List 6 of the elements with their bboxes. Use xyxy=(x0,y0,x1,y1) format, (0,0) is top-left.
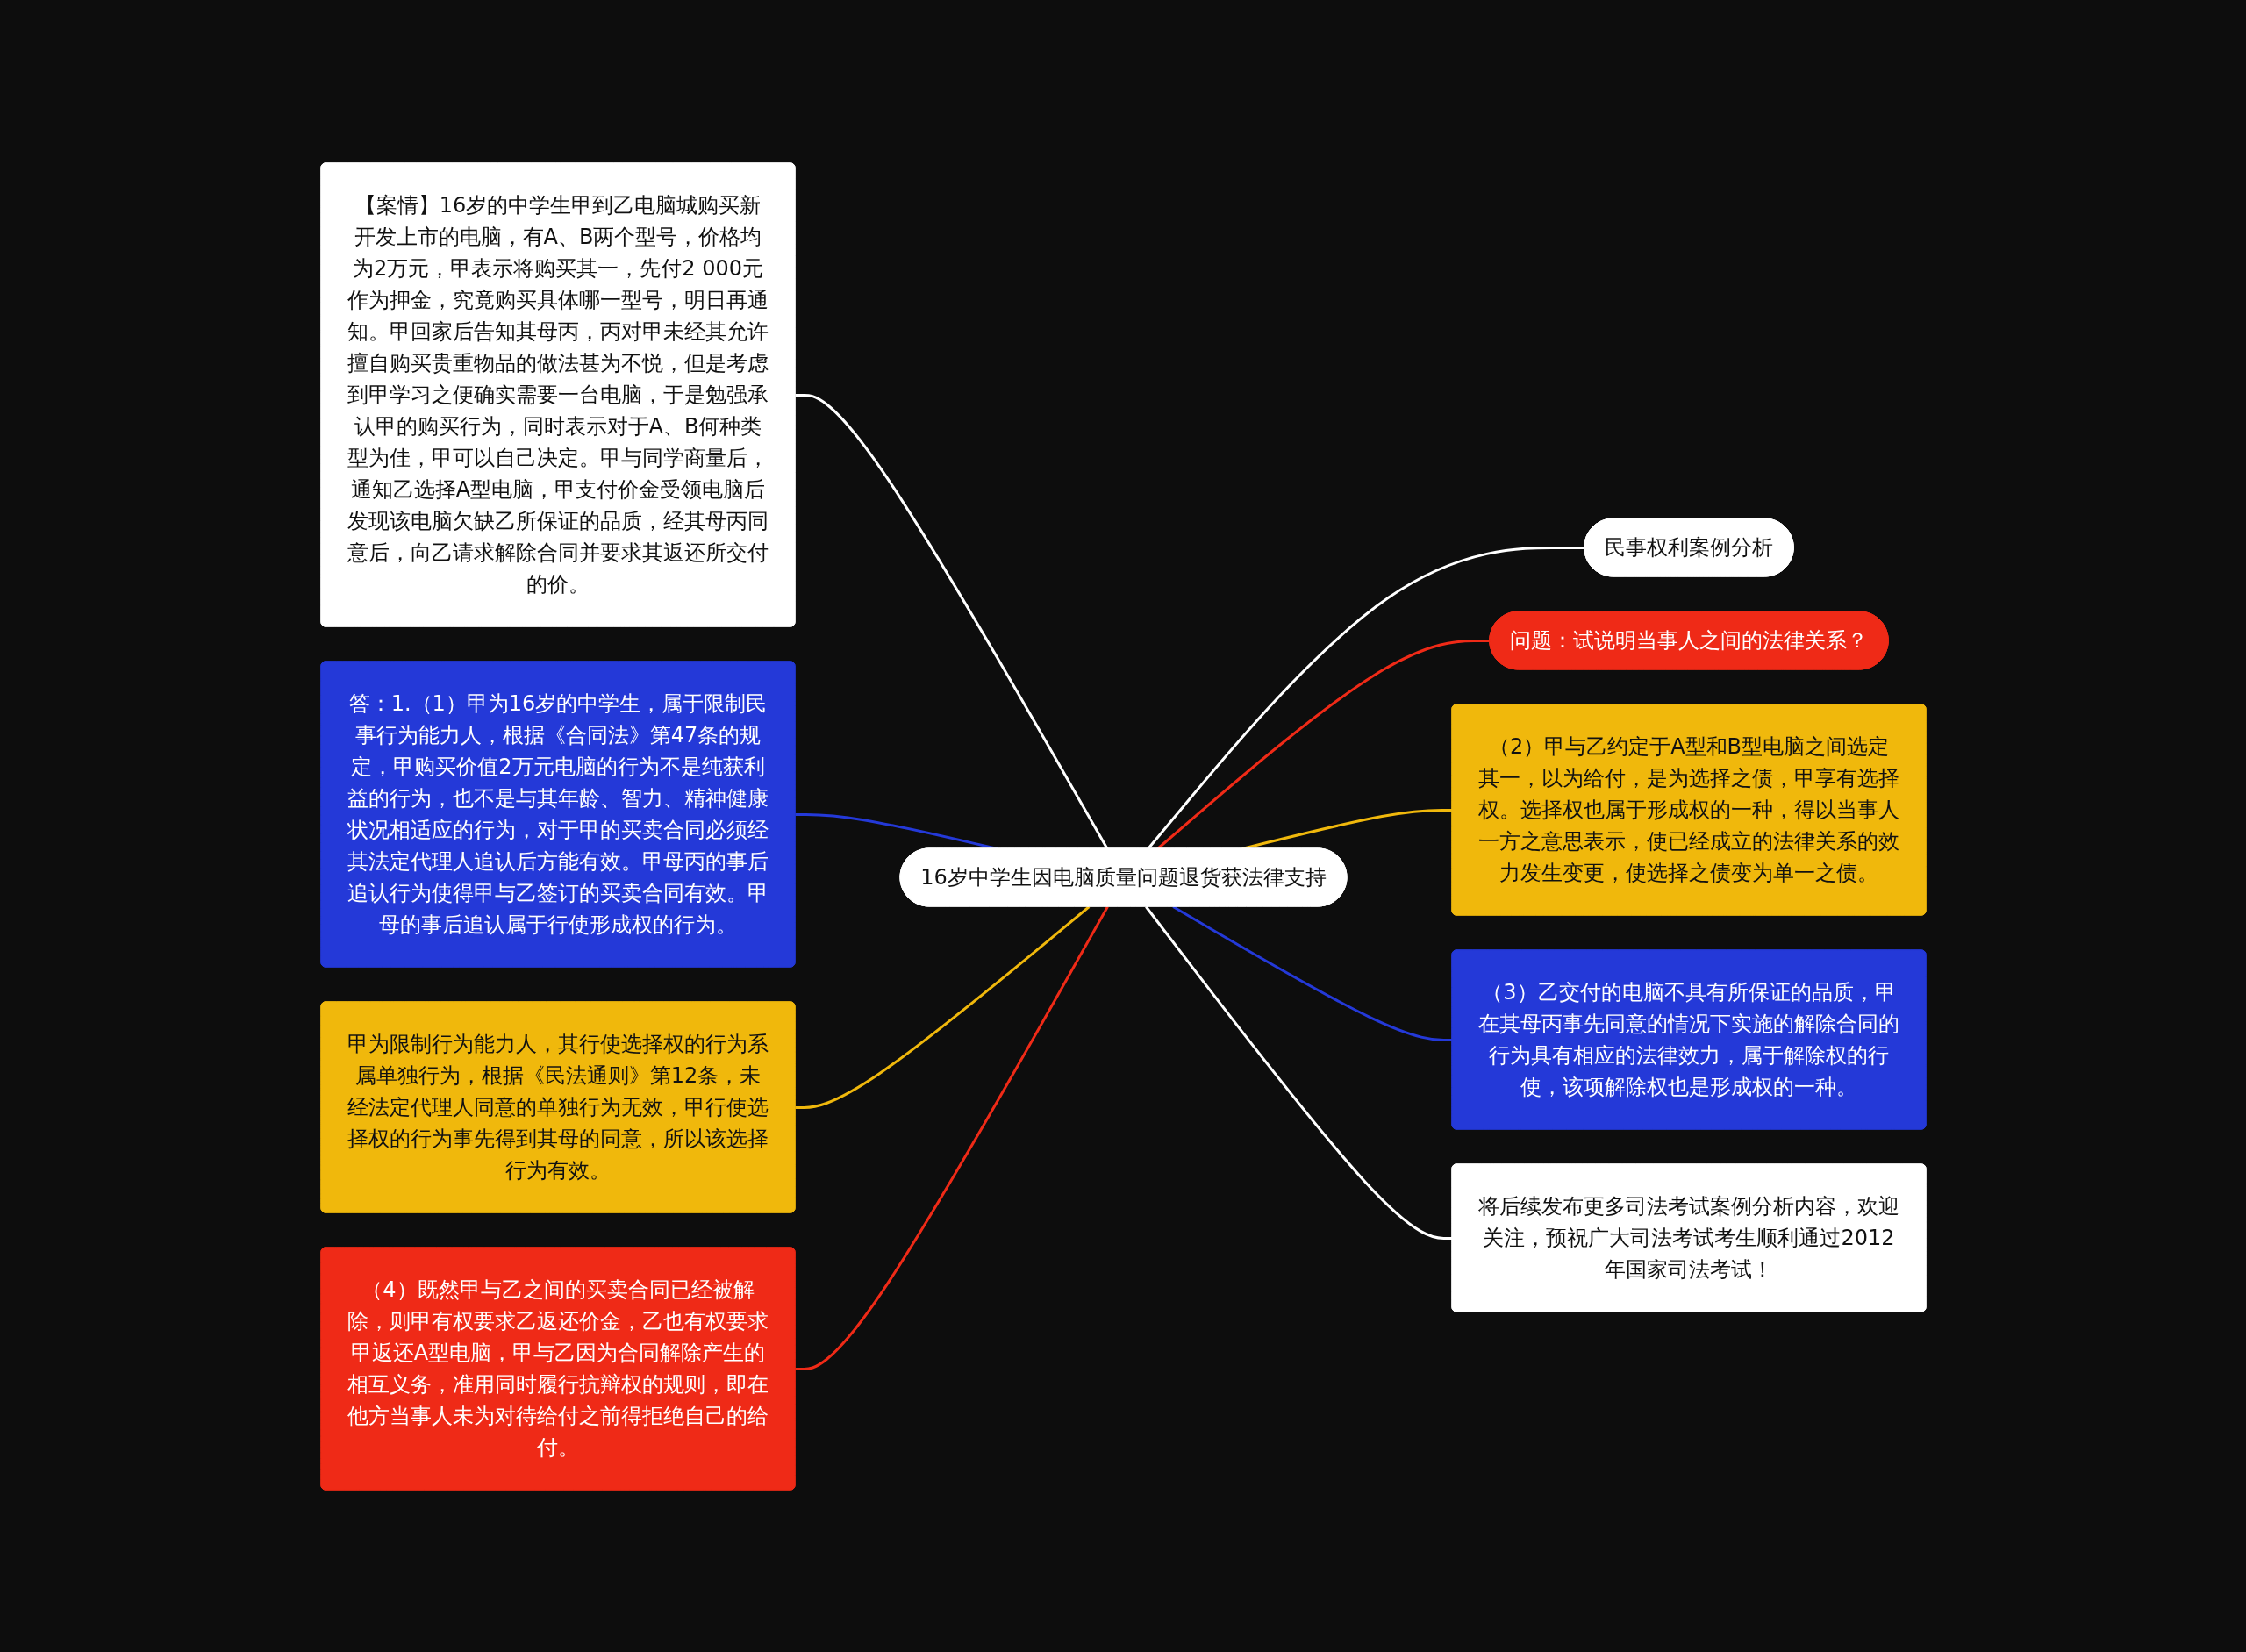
connector xyxy=(1144,905,1452,1240)
connector xyxy=(795,905,1109,1370)
connector xyxy=(1171,905,1452,1041)
connector xyxy=(1146,546,1584,849)
connector xyxy=(795,393,1108,849)
connector xyxy=(795,905,1090,1109)
